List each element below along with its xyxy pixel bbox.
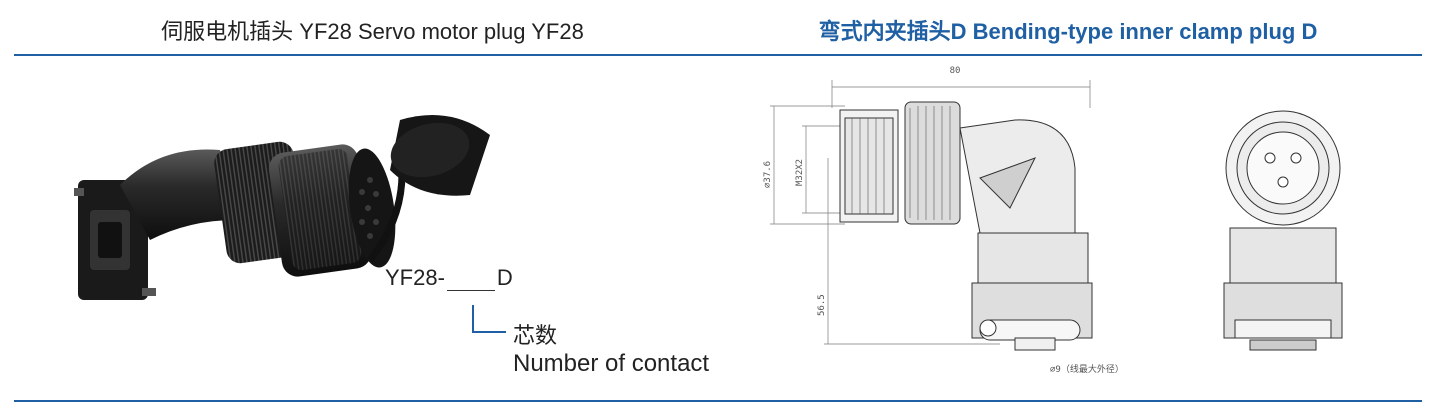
contact-label-cn: 芯数 xyxy=(513,323,558,348)
dim-cable: ∅9（线最大外径） xyxy=(1050,363,1124,375)
bottom-divider xyxy=(14,400,1422,402)
callout-bracket xyxy=(472,305,506,333)
top-divider xyxy=(14,54,1422,56)
variant-title: 弯式内夹插头D Bending-type inner clamp plug D xyxy=(818,19,1318,44)
model-prefix: YF28- xyxy=(385,265,445,290)
technical-drawing: 80 ∅37.6 M32X2 56.5 ∅9（线最大外径） xyxy=(763,66,1343,375)
dim-length: 80 xyxy=(950,66,961,76)
contact-count-blank xyxy=(446,270,495,291)
model-suffix: D xyxy=(496,265,513,290)
product-photo xyxy=(74,115,490,300)
dim-height: 56.5 xyxy=(817,294,827,316)
model-code: YF28- D xyxy=(385,265,513,291)
contact-label-en: Number of contact xyxy=(513,350,710,377)
dim-thread: M32X2 xyxy=(795,159,805,186)
product-title: 伺服电机插头 YF28 Servo motor plug YF28 xyxy=(161,19,584,44)
dim-diameter: ∅37.6 xyxy=(763,161,773,188)
